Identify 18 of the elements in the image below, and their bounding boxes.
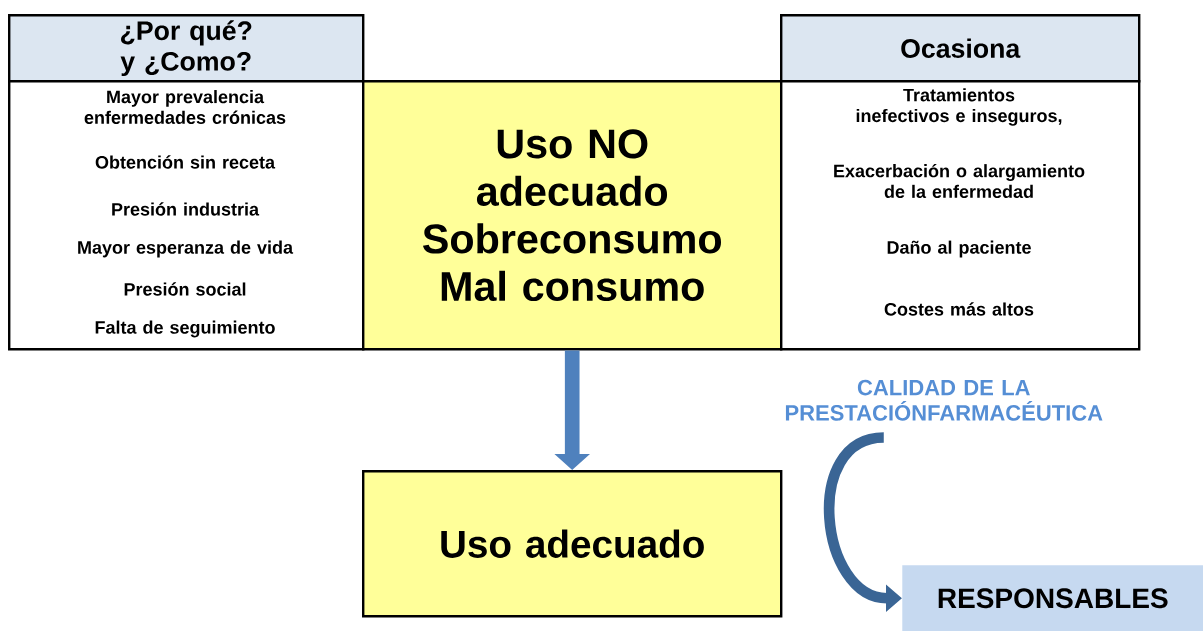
cell-text: Obtención sin receta <box>95 155 276 169</box>
list-cell <box>8 80 365 351</box>
cell-text: Mayor prevalencia enfermedades crónicas <box>84 90 286 124</box>
label-box: RESPONSABLES <box>902 565 1203 631</box>
cell-text: Daño al paciente <box>887 240 1031 258</box>
caption-text: CALIDAD DE LA PRESTACIÓNFARMACÉUTICA <box>785 379 1103 421</box>
cell-text: Presión industria <box>112 202 260 216</box>
cell-text: Presión social <box>124 282 246 296</box>
cell-text: Falta de seguimiento <box>95 320 275 338</box>
cell-text: Exacerbación o alargamiento de la enfermedad <box>834 163 1085 199</box>
center-box: Uso NO adecuado Sobreconsumo Mal consumo <box>362 80 783 351</box>
result-box: Uso adecuado <box>362 470 783 618</box>
header-cell: ¿Por qué? y ¿Como? <box>8 14 365 83</box>
list-cell <box>780 80 1141 351</box>
cell-text: Tratamientos inefectivos e inseguros, <box>856 88 1062 126</box>
cell-text: Mayor esperanza de vida <box>78 240 294 258</box>
header-cell: Ocasiona <box>780 14 1141 83</box>
cell-text: Costes más altos <box>884 302 1034 316</box>
